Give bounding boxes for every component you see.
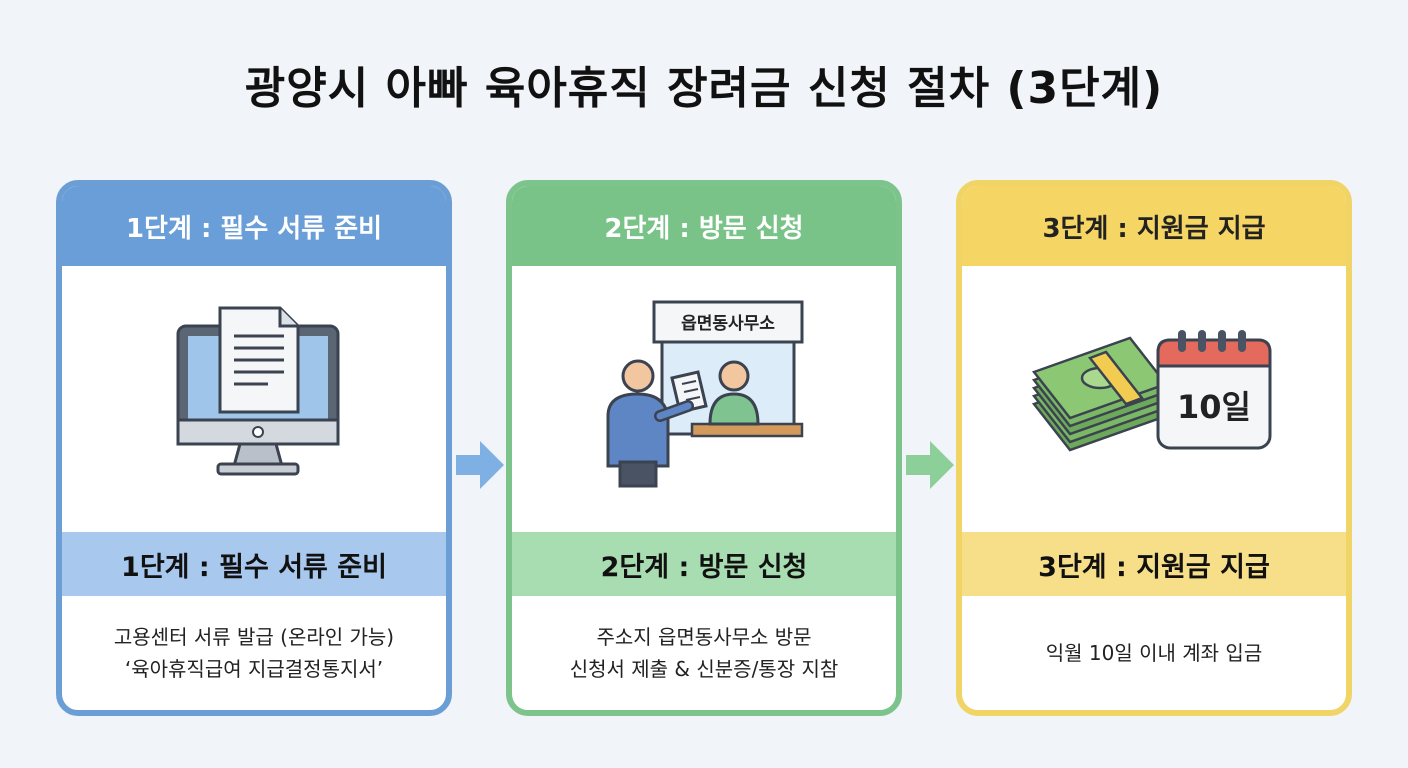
arrow-right-icon	[906, 441, 954, 489]
step-3-card: 3단계 : 지원금 지급 10일 3단계 : 지원금 지급 익월 10일	[956, 180, 1352, 716]
step-1-description: 고용센터 서류 발급 (온라인 가능) ‘육아휴직급여 지급결정통지서’	[62, 596, 446, 710]
step-1-header: 1단계 : 필수 서류 준비	[62, 186, 446, 266]
step-2-header: 2단계 : 방문 신청	[512, 186, 896, 266]
calendar-date-text: 10일	[1177, 388, 1251, 426]
step-2-illustration: 읍면동사무소	[512, 266, 896, 532]
step-2-desc-line-1: 주소지 읍면동사무소 방문	[596, 625, 812, 649]
office-sign: 읍면동사무소	[681, 314, 775, 334]
step-2-desc-line-2: 신청서 제출 & 신분증/통장 지참	[569, 657, 839, 681]
page-title: 광양시 아빠 육아휴직 장려금 신청 절차 (3단계)	[244, 63, 1164, 114]
step-1-label: 1단계 : 필수 서류 준비	[62, 532, 446, 596]
step-2-description: 주소지 읍면동사무소 방문 신청서 제출 & 신분증/통장 지참	[512, 596, 896, 710]
money-calendar-icon: 10일	[1031, 330, 1272, 452]
step-1-illustration	[62, 266, 446, 532]
step-3-desc-line-1: 익월 10일 이내 계좌 입금	[1045, 641, 1263, 665]
step-2-label: 2단계 : 방문 신청	[512, 532, 896, 596]
step-3-description: 익월 10일 이내 계좌 입금	[962, 596, 1346, 710]
step-3-illustration: 10일	[962, 266, 1346, 532]
step-3-label: 3단계 : 지원금 지급	[962, 532, 1346, 596]
step-2-card: 2단계 : 방문 신청 읍면동사무소 2단계 : 방문 신청 주소지 읍면동사무…	[506, 180, 902, 716]
step-3-header: 3단계 : 지원금 지급	[962, 186, 1346, 266]
step-1-desc-line-1: 고용센터 서류 발급 (온라인 가능)	[113, 625, 395, 649]
step-1-desc-line-2: ‘육아휴직급여 지급결정통지서’	[124, 657, 384, 681]
step-1-card: 1단계 : 필수 서류 준비 1단계 : 필수 서류 준비 고용센터 서류 발급…	[56, 180, 452, 716]
arrow-right-icon	[456, 441, 504, 489]
computer-document-icon	[176, 306, 340, 476]
office-visit-icon: 읍면동사무소	[606, 300, 804, 488]
